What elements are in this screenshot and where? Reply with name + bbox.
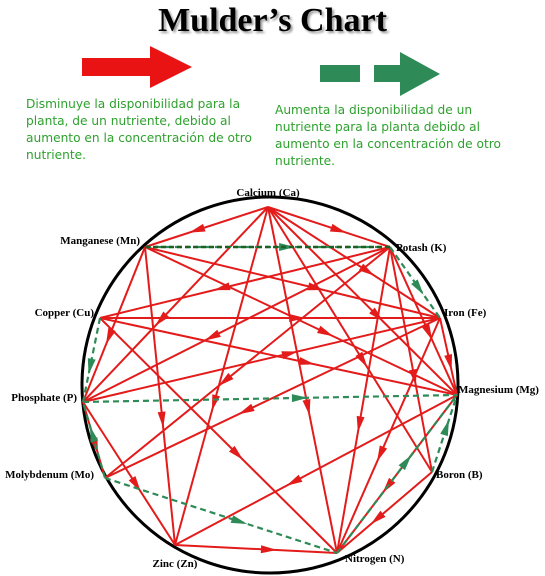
antagonism-Mn-P-line — [82, 246, 146, 403]
antagonism-Ca-N-line — [267, 206, 338, 554]
chart-title: Mulder’s Chart — [158, 2, 387, 39]
stimulation-lines — [81, 243, 459, 555]
antagonism-K-N-arrowhead — [356, 415, 365, 433]
nutrient-labels: Calcium (Ca) Manganese (Mn) Potash (K) Copp… — [5, 187, 539, 570]
legend-decrease-text: Disminuye la disponibilidad para la plan… — [26, 97, 252, 162]
antagonism-Ca-B-arrowhead — [355, 351, 368, 368]
antagonism-Mn-Fe-arrowhead — [307, 282, 324, 291]
legend-increase-arrow-dash — [320, 65, 360, 82]
antagonism-Mn-Fe-line — [144, 246, 441, 319]
nutrient-label-mo: Molybdenum (Mo) — [5, 469, 94, 481]
stimulation-B-Mg-arrowhead — [440, 419, 449, 437]
antagonism-Fe-Mo-arrowhead — [238, 403, 255, 415]
antagonism-P-Zn-line — [82, 401, 176, 546]
antagonism-K-B-line — [389, 246, 433, 473]
stimulation-N-Mg-line — [336, 394, 458, 554]
antagonism-Zn-N-line — [174, 544, 338, 554]
antagonism-K-P-arrowhead — [204, 329, 221, 341]
antagonism-Mn-P-arrowhead — [106, 327, 116, 345]
antagonism-P-Fe-line — [82, 317, 441, 403]
nutrient-label-b: Boron (B) — [436, 469, 483, 481]
antagonism-Cu-Mg-arrowhead — [298, 357, 315, 365]
antagonism-Cu-N-line — [99, 317, 338, 554]
antagonism-Mn-Mg-arrowhead — [317, 325, 334, 337]
antagonism-lines — [82, 206, 458, 554]
antagonism-Ca-P-line — [82, 206, 269, 403]
wheel-circle — [80, 195, 460, 575]
nutrient-label-k: Potash (K) — [396, 242, 447, 254]
antagonism-Mn-Mg-line — [144, 246, 458, 396]
antagonism-Ca-Fe-arrowhead — [358, 263, 375, 276]
antagonism-K-P-line — [82, 246, 391, 403]
legend-decrease-arrow — [82, 46, 192, 88]
antagonism-K-Cu-line — [99, 246, 391, 319]
antagonism-Ca-Zn-line — [174, 206, 269, 546]
antagonism-K-Mo-arrowhead — [218, 372, 234, 387]
stimulation-N-Mg-arrowhead — [398, 454, 412, 471]
antagonism-B-N-line — [336, 471, 433, 554]
antagonism-Ca-K-line — [267, 206, 391, 248]
antagonism-Cu-Fe-arrowhead — [289, 314, 306, 322]
antagonism-Fe-Mo-line — [104, 317, 441, 479]
nutrient-label-ca: Calcium (Ca) — [236, 187, 300, 199]
legend-increase-text: Aumenta la disponibilidad de un nutrient… — [275, 103, 501, 168]
legend-increase-arrow-head — [374, 52, 440, 96]
antagonism-Fe-Mg-arrowhead — [444, 353, 453, 371]
antagonism-K-Cu-arrowhead — [214, 282, 231, 291]
stimulation-Cu-P-arrowhead — [87, 358, 96, 375]
stimulation-Mo-P-arrowhead — [90, 426, 99, 443]
nutrient-label-fe: Iron (Fe) — [444, 307, 487, 319]
antagonism-Zn-N-arrowhead — [260, 545, 277, 554]
antagonism-Ca-Fe-line — [267, 206, 441, 319]
nutrient-label-mg: Magnesium (Mg) — [458, 384, 539, 396]
antagonism-P-Fe-arrowhead — [281, 351, 298, 360]
antagonism-Mg-Zn-line — [174, 394, 458, 546]
nutrient-label-cu: Copper (Cu) — [35, 307, 95, 319]
stimulation-Mo-N-line — [104, 476, 338, 555]
antagonism-Ca-Zn-arrowhead — [211, 394, 221, 411]
antagonism-Mn-Zn-arrowhead — [157, 411, 166, 428]
antagonism-B-N-arrowhead — [370, 510, 386, 525]
antagonism-Fe-N-line — [336, 317, 441, 554]
stimulation-Mo-N-arrowhead — [230, 515, 248, 524]
stimulation-Mo-P-line — [81, 401, 107, 479]
stimulation-K-Fe-arrowhead — [411, 279, 424, 295]
stimulation-P-Mg-line — [82, 393, 458, 404]
antagonism-Ca-N-arrowhead — [302, 399, 311, 416]
antagonism-Ca-K-arrowhead — [329, 223, 347, 233]
nutrient-label-p: Phosphate (P) — [11, 392, 77, 404]
antagonism-K-Mg-arrowhead — [421, 323, 433, 341]
nutrient-label-mn: Manganese (Mn) — [60, 235, 140, 247]
antagonism-Fe-N-arrowhead — [377, 445, 388, 462]
antagonism-Ca-Mn-line — [144, 206, 269, 248]
nutrient-label-n: Nitrogen (N) — [345, 553, 405, 565]
stimulation-Mn-K-arrowhead — [279, 243, 296, 251]
antagonism-Cu-N-arrowhead — [228, 445, 244, 460]
antagonism-Mn-Zn-line — [144, 246, 176, 546]
antagonism-Ca-Mg-line — [267, 206, 458, 396]
antagonism-K-N-line — [336, 246, 391, 554]
antagonism-Ca-Mn-arrowhead — [189, 223, 206, 233]
stimulation-P-Mg-arrowhead — [291, 394, 308, 403]
antagonism-Mg-Zn-arrowhead — [286, 474, 303, 486]
nutrient-label-zn: Zinc (Zn) — [153, 558, 198, 570]
